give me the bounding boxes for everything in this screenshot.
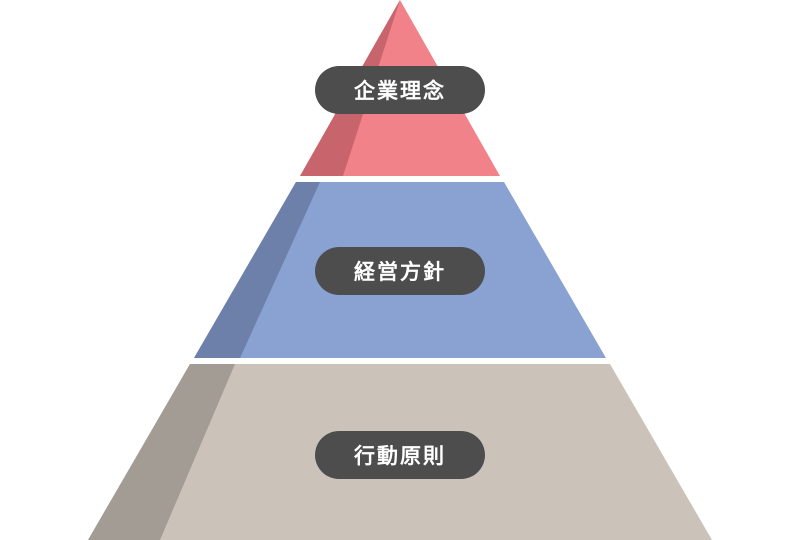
tier-label-management-policy: 経営方針 xyxy=(315,247,485,295)
tier-label-corporate-philosophy: 企業理念 xyxy=(315,66,485,114)
tier-middle-shadow xyxy=(194,182,320,358)
tier-label-code-of-conduct: 行動原則 xyxy=(315,431,485,479)
tier-bottom-shadow xyxy=(88,364,235,540)
